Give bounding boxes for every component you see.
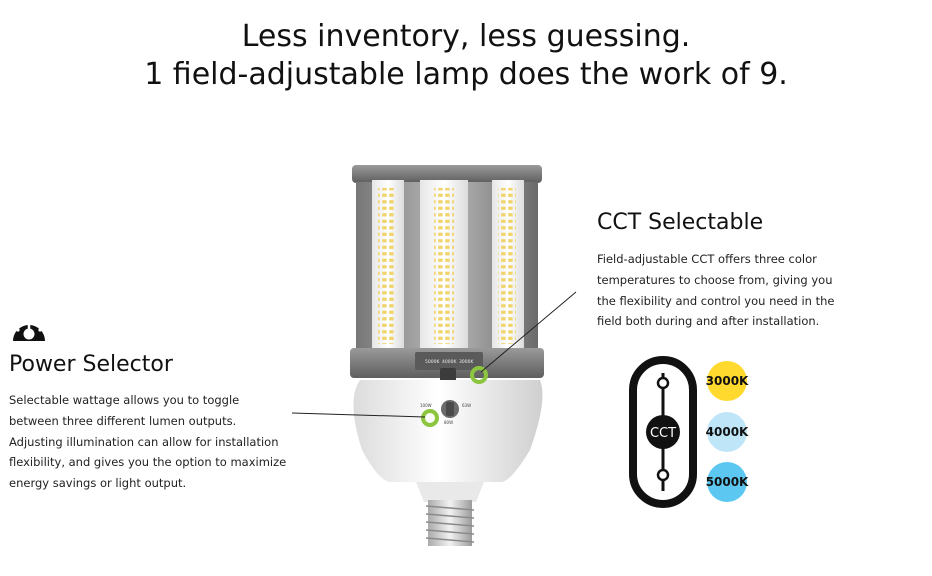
wattage-label-63w: 63W	[462, 403, 471, 408]
cct-option-4000k: 4000K	[705, 412, 749, 452]
cct-switch-label-5000k: 5000K	[425, 359, 440, 365]
headline-line-1: Less inventory, less guessing.	[241, 19, 691, 54]
cct-switch-label-3000k: 3000K	[459, 359, 474, 365]
power-selector-title: Power Selector	[9, 352, 173, 377]
wattage-label-80w: 80W	[444, 420, 453, 425]
cct-selectable-description: Field-adjustable CCT offers three color …	[597, 252, 835, 329]
headline: Less inventory, less guessing. 1 field-a…	[0, 18, 932, 94]
cct-option-label: 3000K	[705, 374, 749, 388]
cct-option-5000k: 5000K	[705, 462, 749, 502]
cct-selectable-title: CCT Selectable	[597, 210, 764, 235]
gauge-icon	[13, 320, 45, 341]
cct-option-label: 5000K	[705, 475, 749, 489]
cct-option-label: 4000K	[705, 425, 749, 439]
cct-switch-label-4000k: 4000K	[442, 359, 457, 365]
cct-switch-graphic: CCT	[629, 356, 697, 508]
wattage-label-100w: 100W	[420, 403, 432, 408]
cct-option-3000k: 3000K	[705, 361, 749, 401]
power-selector-description: Selectable wattage allows you to toggle …	[9, 393, 287, 491]
cct-switch-label: CCT	[650, 426, 676, 441]
lamp-illustration: 5000K 4000K 3000K 100W 63W 80W	[350, 165, 544, 546]
headline-line-2: 1 field-adjustable lamp does the work of…	[144, 57, 788, 92]
